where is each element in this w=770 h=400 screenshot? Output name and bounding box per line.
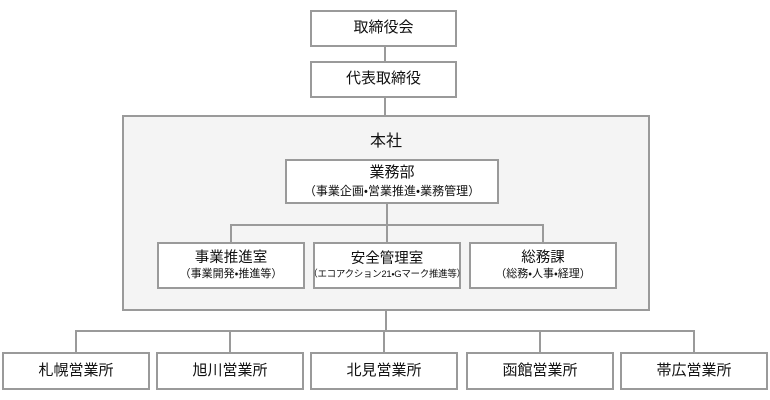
- connector-headoffice-stem: [385, 311, 387, 330]
- head-office-title: 本社: [369, 133, 402, 150]
- connector-drop-section-2: [386, 224, 388, 242]
- connector-branches-rail: [75, 330, 695, 332]
- connector-opsdept-stem: [386, 204, 388, 224]
- node-branch-kitami: 北見営業所: [310, 352, 458, 390]
- node-label: 安全管理室: [350, 251, 424, 267]
- connector-representative-to-head-office: [384, 98, 386, 115]
- node-sublabel: （総務・人事・経理）: [495, 268, 591, 281]
- node-label: 函館営業所: [502, 361, 578, 379]
- node-safety-management-office: 安全管理室 （エコアクション21・Gマーク推進等）: [308, 242, 466, 289]
- node-label: 帯広営業所: [656, 361, 732, 379]
- node-label: 業務部: [369, 164, 415, 182]
- node-label: 代表取締役: [345, 70, 421, 88]
- connector-board-to-representative: [384, 47, 386, 61]
- node-operations-dept: 業務部 （事業企画・営業推進・業務管理）: [285, 159, 499, 204]
- node-label: 旭川営業所: [192, 361, 268, 379]
- node-sublabel: （事業企画・営業推進・業務管理）: [303, 183, 481, 198]
- node-business-promotion-office: 事業推進室 （事業開発・推進等）: [157, 242, 305, 289]
- group-head-office: 本社 業務部 （事業企画・営業推進・業務管理） 事業推進室 （事業開発・推進等）…: [122, 115, 650, 311]
- node-branch-sapporo: 札幌営業所: [2, 352, 150, 390]
- connector-drop-branch-1: [75, 330, 77, 352]
- connector-drop-branch-4: [539, 330, 541, 352]
- connector-drop-branch-2: [229, 330, 231, 352]
- node-sublabel: （事業開発・推進等）: [179, 268, 283, 281]
- node-label: 事業推進室: [194, 250, 268, 267]
- node-label: 札幌営業所: [38, 361, 114, 379]
- connector-drop-section-3: [542, 224, 544, 242]
- node-representative-director: 代表取締役: [310, 61, 457, 98]
- connector-drop-branch-3: [383, 330, 385, 352]
- node-label: 北見営業所: [346, 361, 422, 379]
- node-board-of-directors: 取締役会: [310, 10, 457, 47]
- node-general-affairs-section: 総務課 （総務・人事・経理）: [469, 242, 617, 289]
- node-sublabel: （エコアクション21・Gマーク推進等）: [308, 269, 466, 281]
- connector-drop-section-1: [230, 224, 232, 242]
- node-branch-asahikawa: 旭川営業所: [156, 352, 304, 390]
- node-label: 取締役会: [353, 19, 414, 37]
- node-branch-obihiro: 帯広営業所: [620, 352, 768, 390]
- node-branch-hakodate: 函館営業所: [466, 352, 614, 390]
- node-label: 総務課: [521, 250, 565, 267]
- connector-drop-branch-5: [693, 330, 695, 352]
